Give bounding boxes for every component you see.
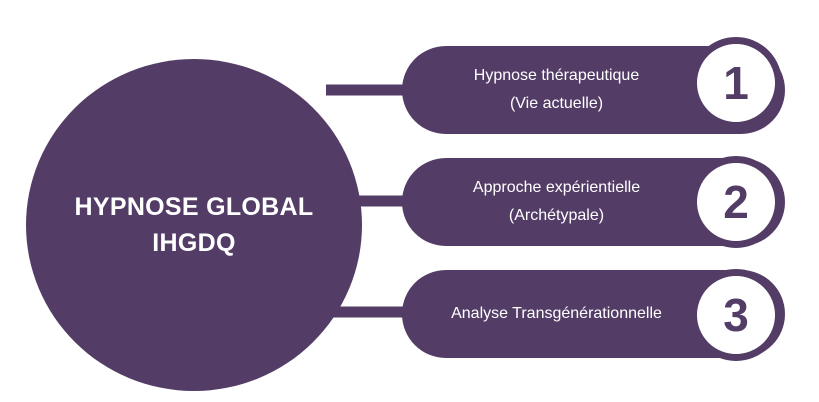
- branch-2-line1: Approche expérientielle: [472, 179, 641, 196]
- branch-1-line2: (Vie actuelle): [509, 95, 604, 112]
- central-title-line2: IHGDQ: [152, 229, 236, 257]
- branch-number-badge-3: 3: [690, 269, 782, 361]
- branch-3-line1: Analyse Transgénérationnelle: [451, 305, 662, 322]
- branch-number-badge-1: 1: [690, 37, 782, 129]
- branch-number-badge-2: 2: [690, 156, 782, 248]
- central-circle: HYPNOSE GLOBAL IHGDQ: [26, 59, 362, 391]
- central-title-line1: HYPNOSE GLOBAL: [74, 193, 314, 221]
- branch-2-line2: (Archétypale): [508, 207, 605, 224]
- branch-1-line1: Hypnose thérapeutique: [473, 67, 640, 84]
